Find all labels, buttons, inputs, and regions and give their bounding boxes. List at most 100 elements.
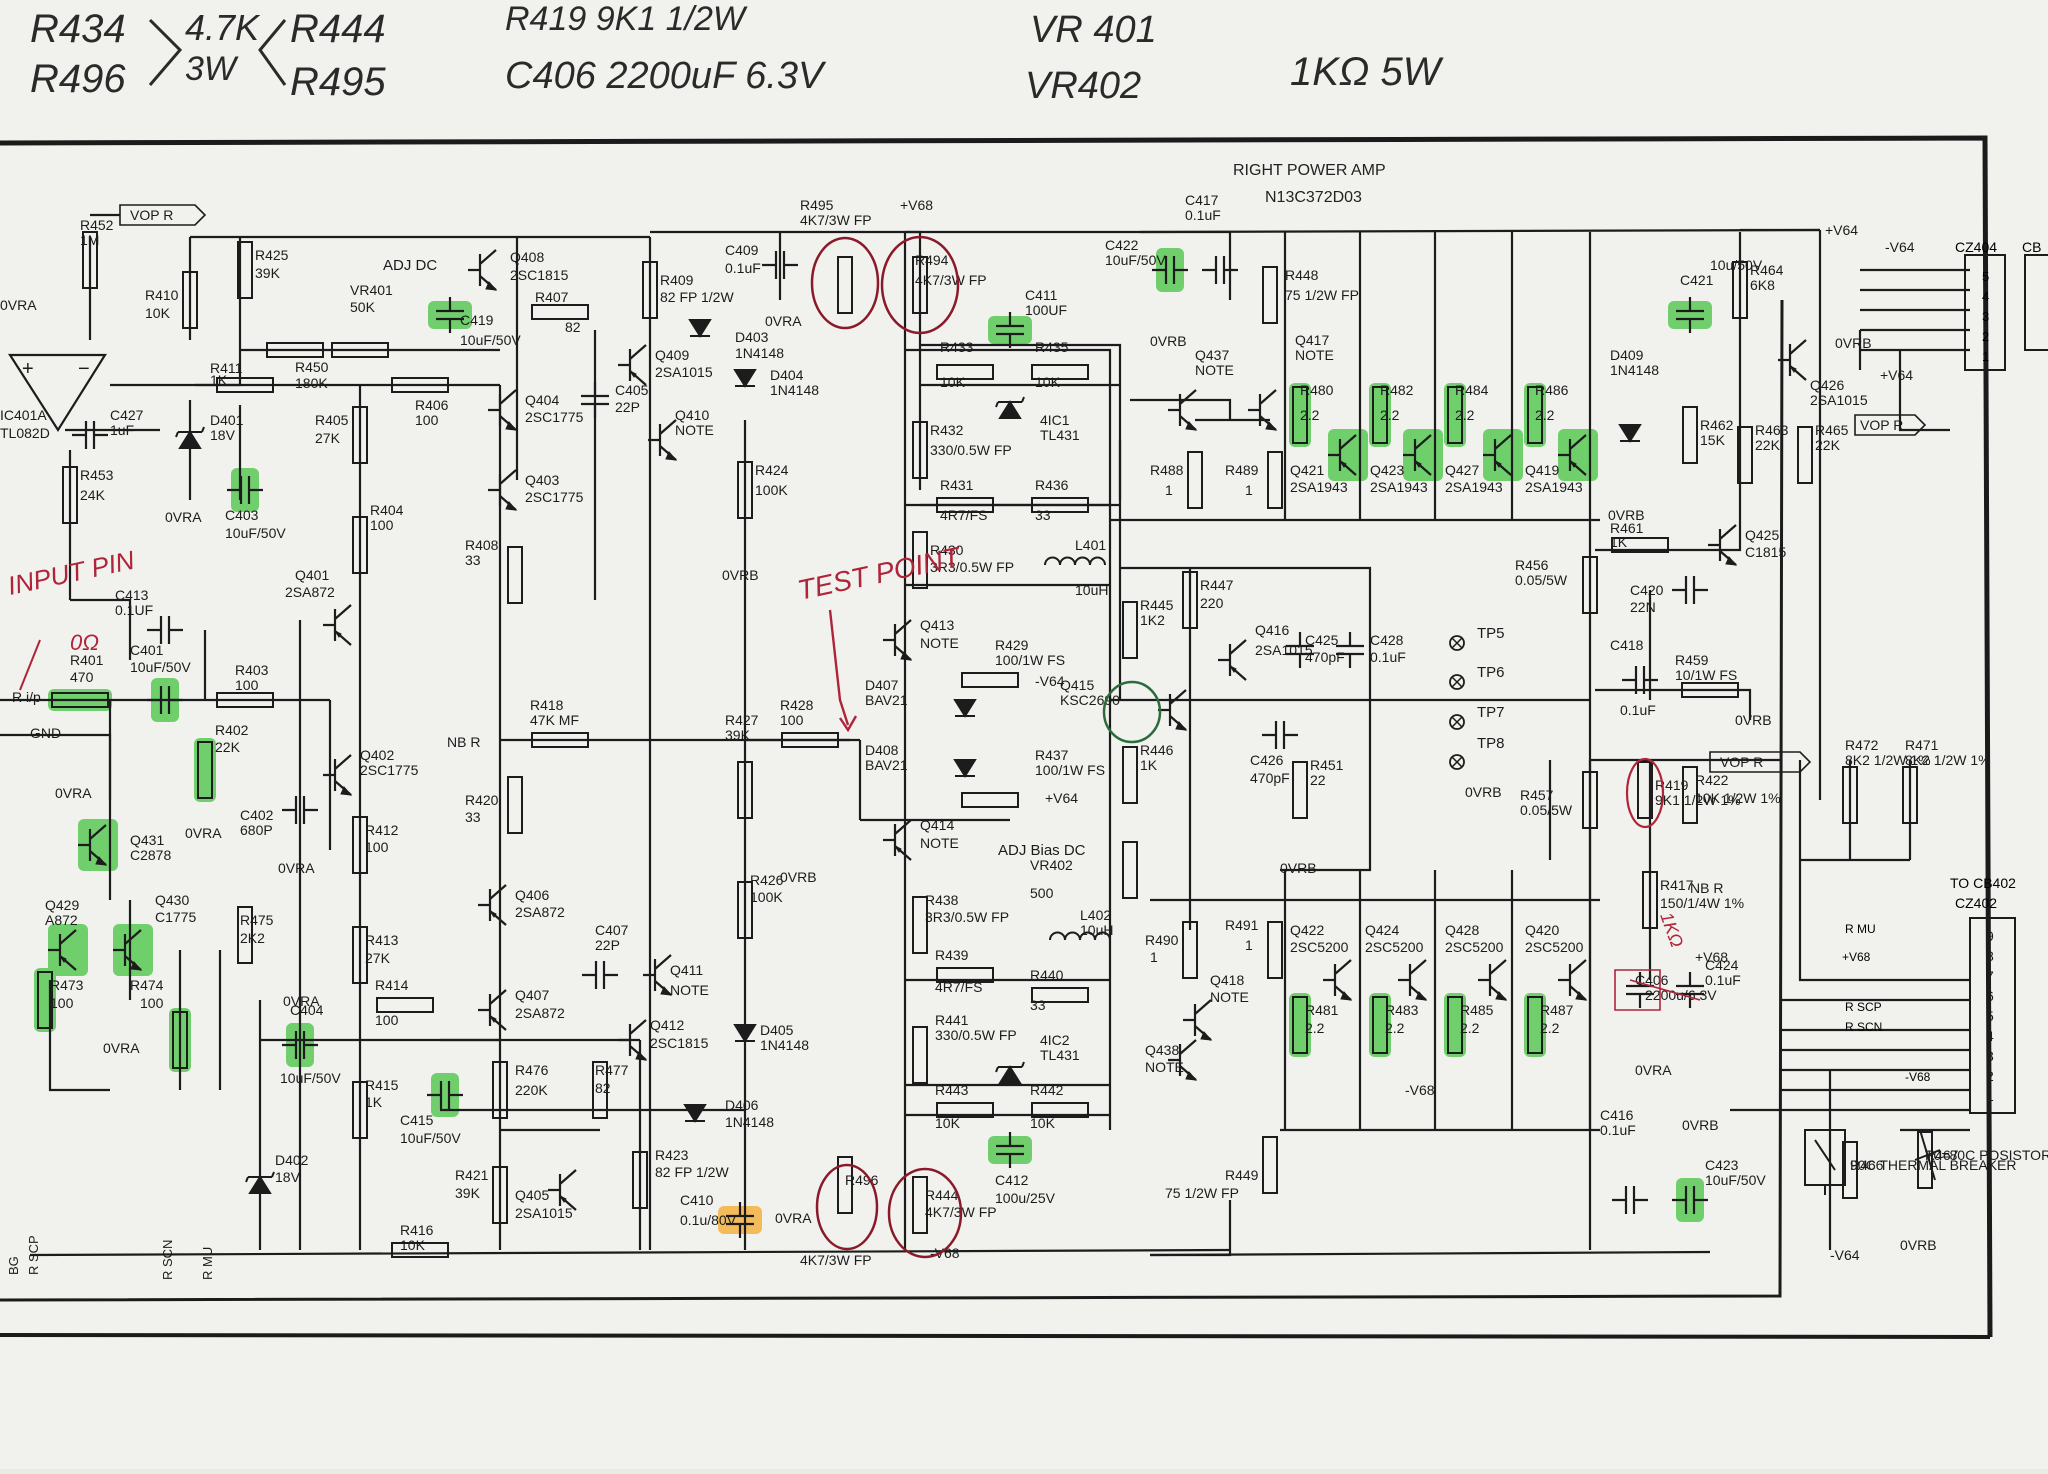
rail-0vra-9: 0VRA xyxy=(1635,1062,1672,1078)
value-r421: 39K xyxy=(455,1185,481,1201)
ref-q437: Q437 xyxy=(1195,347,1229,363)
value-d407: BAV21 xyxy=(865,692,908,708)
cz404-pin3: 3 xyxy=(1982,309,1989,324)
value-r439: 4R7/FS xyxy=(935,979,982,995)
ref-q411: Q411 xyxy=(670,962,703,978)
ref-q409: Q409 xyxy=(655,347,689,363)
ref-r490: R490 xyxy=(1145,932,1179,948)
rail-0vra-5: 0VRA xyxy=(103,1040,140,1056)
ref-r495: R495 xyxy=(800,197,834,213)
tp6: TP6 xyxy=(1449,664,1505,690)
cz402-pin-2: 2 xyxy=(1986,1068,1994,1084)
value-r462: 15K xyxy=(1700,432,1726,448)
ref-r485: R485 xyxy=(1460,1002,1494,1018)
svg-text:TP5: TP5 xyxy=(1477,625,1505,642)
value-q413: NOTE xyxy=(920,635,959,651)
ref-r484: R484 xyxy=(1455,382,1489,398)
value-r452: 1M xyxy=(80,232,99,248)
vertical-labels: BG R SCP R SCN R MU xyxy=(6,1235,215,1280)
ref-r487: R487 xyxy=(1540,1002,1574,1018)
ref-r422: R422 xyxy=(1695,772,1729,788)
tp8: TP8 xyxy=(1449,735,1505,770)
value-d402: 18V xyxy=(275,1169,301,1185)
ref-q430: Q430 xyxy=(155,892,189,908)
value-c410: 0.1u/80V xyxy=(680,1212,737,1228)
ref-c412: C412 xyxy=(995,1172,1029,1188)
rail-p68-top: +V68 xyxy=(900,197,933,213)
ref-r447: R447 xyxy=(1200,577,1234,593)
ref-c415: C415 xyxy=(400,1112,434,1128)
value-r494: 4K7/3W FP xyxy=(915,272,987,288)
value-r425: 39K xyxy=(255,265,281,281)
ref-q421: Q421 xyxy=(1290,462,1324,478)
bg-label: BG xyxy=(6,1256,21,1275)
value-q437: NOTE xyxy=(1195,362,1234,378)
cz402-pin-8: 8 xyxy=(1986,948,1994,964)
ref-r457: R457 xyxy=(1520,787,1554,803)
highlight-mark xyxy=(78,819,118,871)
ref-r491: R491 xyxy=(1225,917,1259,933)
value-4ic1: TL431 xyxy=(1040,427,1080,443)
ref-r421: R421 xyxy=(455,1167,489,1183)
ref-r417: R417 xyxy=(1660,877,1694,893)
rail-0vra-6: 0VRA xyxy=(283,993,320,1009)
rail-p64-mid: +V64 xyxy=(1045,790,1078,806)
rail-p64-top: +V64 xyxy=(1825,222,1858,238)
gnd-label: GND xyxy=(30,725,61,741)
to-cb402-label: TO CB402 xyxy=(1950,875,2016,891)
ref-r406: R406 xyxy=(415,397,449,413)
board-outline xyxy=(0,135,1993,1339)
ref-r480: R480 xyxy=(1300,382,1334,398)
cz404-pin2: 2 xyxy=(1982,329,1989,344)
value-r412: 100 xyxy=(365,839,389,855)
value-r403: 100 xyxy=(235,677,259,693)
value-r467: T0=80C POSISTOR xyxy=(1925,1147,2048,1163)
hw-r434: R434 xyxy=(30,7,126,51)
value-c409: 0.1uF xyxy=(725,260,761,276)
value-q415: KSC2690 xyxy=(1060,692,1120,708)
ref-c401: C401 xyxy=(130,642,164,658)
highlight-mark xyxy=(1369,383,1391,447)
ref-c405: C405 xyxy=(615,382,649,398)
ref-r444: R444 xyxy=(925,1187,959,1203)
adj-bias-label: ADJ Bias DC xyxy=(998,842,1086,859)
rail-0vrb-3: 0VRB xyxy=(1150,333,1187,349)
value-r442: 10K xyxy=(1030,1115,1056,1131)
r-scn-label: R SCN xyxy=(160,1240,175,1280)
ref-r424: R424 xyxy=(755,462,789,478)
value-q410: NOTE xyxy=(675,422,714,438)
ref-r412: R412 xyxy=(365,822,399,838)
cz402-pin-9: 9 xyxy=(1986,928,1994,944)
ref-c407: C407 xyxy=(595,922,629,938)
value-r489: 1 xyxy=(1245,482,1253,498)
value-r486: 2.2 xyxy=(1535,407,1555,423)
rail-0vrb-10: 0VRB xyxy=(1900,1237,1937,1253)
